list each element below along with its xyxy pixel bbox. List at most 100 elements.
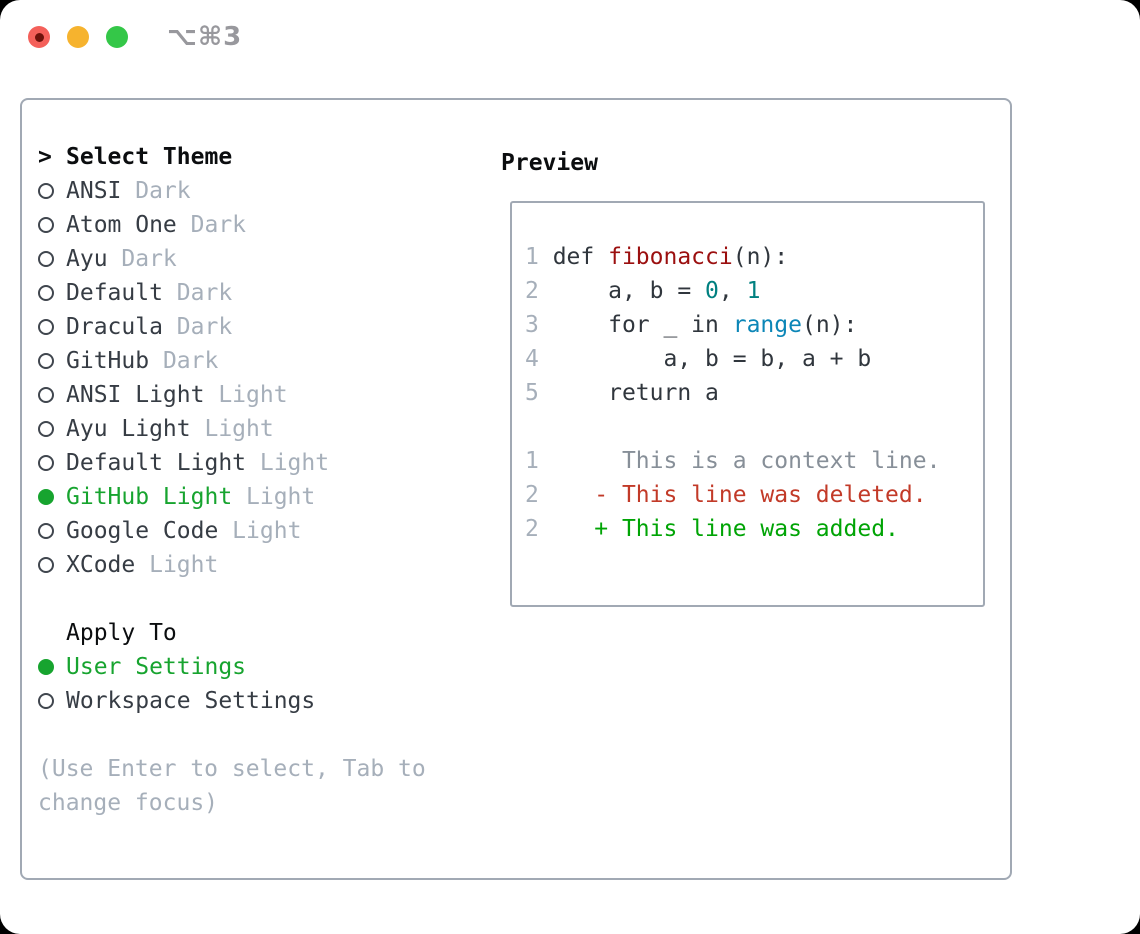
apply-option-user-settings[interactable]: User Settings — [38, 650, 426, 684]
code-segment-lit: 0 — [705, 278, 719, 304]
theme-variant: Light — [135, 552, 219, 578]
theme-option-github-light[interactable]: GitHub Light Light — [38, 480, 426, 514]
theme-option-google-code[interactable]: Google Code Light — [38, 514, 426, 548]
radio-marker — [38, 353, 66, 369]
theme-name: Default — [66, 280, 163, 306]
theme-name: ANSI — [66, 178, 122, 204]
theme-name: Atom One — [66, 212, 177, 238]
radio-unselected-icon — [38, 455, 54, 471]
spacer-row — [38, 718, 426, 752]
theme-option-ayu[interactable]: Ayu Dark — [38, 242, 426, 276]
radio-marker — [38, 455, 66, 471]
theme-option-default-light[interactable]: Default Light Light — [38, 446, 426, 480]
radio-marker — [38, 693, 66, 709]
radio-unselected-icon — [38, 557, 54, 573]
theme-name: Default Light — [66, 450, 247, 476]
theme-option-dracula[interactable]: Dracula Dark — [38, 310, 426, 344]
code-segment-kw: def — [552, 244, 609, 270]
theme-option-ayu-light[interactable]: Ayu Light Light — [38, 412, 426, 446]
apply-to-header: Apply To — [38, 616, 426, 650]
apply-to-label: Apply To — [66, 620, 177, 646]
theme-variant: Light — [204, 382, 288, 408]
theme-variant: Dark — [121, 178, 191, 204]
theme-name: GitHub Light — [66, 484, 233, 510]
radio-unselected-icon — [38, 421, 54, 437]
theme-variant: Light — [190, 416, 274, 442]
radio-unselected-icon — [38, 217, 54, 233]
radio-marker — [38, 557, 66, 573]
radio-unselected-icon — [38, 387, 54, 403]
window-shortcut-label: ⌥⌘3 — [167, 22, 243, 52]
code-segment-pl: for _ in — [552, 312, 733, 338]
code-segment-del: - This line was deleted. — [552, 482, 927, 508]
theme-option-ansi[interactable]: ANSI Dark — [38, 174, 426, 208]
prompt-marker: > — [38, 144, 66, 170]
spacer-row — [38, 582, 426, 616]
radio-marker — [38, 319, 66, 335]
theme-name: Ayu — [66, 246, 108, 272]
code-line: 4 a, b = b, a + b — [525, 342, 940, 376]
radio-unselected-icon — [38, 353, 54, 369]
radio-marker — [38, 217, 66, 233]
theme-option-github[interactable]: GitHub Dark — [38, 344, 426, 378]
theme-option-ansi-light[interactable]: ANSI Light Light — [38, 378, 426, 412]
radio-marker — [38, 421, 66, 437]
code-segment-add: + This line was added. — [552, 516, 899, 542]
line-number: 5 — [525, 380, 553, 406]
prompt-arrow-icon: > — [38, 144, 52, 170]
theme-variant: Dark — [107, 246, 177, 272]
code-line: 1 This is a context line. — [525, 444, 940, 478]
radio-unselected-icon — [38, 183, 54, 199]
theme-variant: Light — [232, 484, 316, 510]
theme-option-xcode[interactable]: XCode Light — [38, 548, 426, 582]
theme-name: Google Code — [66, 518, 219, 544]
code-line: 2 + This line was added. — [525, 512, 940, 546]
code-segment-fn: fibonacci — [608, 244, 733, 270]
radio-marker — [38, 251, 66, 267]
radio-marker — [38, 659, 66, 675]
radio-selected-icon — [38, 489, 54, 505]
code-line: 3 for _ in range(n): — [525, 308, 940, 342]
radio-marker — [38, 489, 66, 505]
theme-option-atom-one[interactable]: Atom One Dark — [38, 208, 426, 242]
code-segment-pl: return a — [552, 380, 719, 406]
line-number: 2 — [525, 278, 553, 304]
theme-variant: Dark — [149, 348, 219, 374]
code-segment-pl: a, b = b, a + b — [552, 346, 872, 372]
radio-marker — [38, 285, 66, 301]
traffic-light-zoom-button[interactable] — [106, 26, 128, 48]
radio-unselected-icon — [38, 251, 54, 267]
code-segment-pl: (n): — [732, 244, 789, 270]
theme-name: ANSI Light — [66, 382, 205, 408]
code-line: 5 return a — [525, 376, 940, 410]
apply-option-label: User Settings — [66, 654, 247, 680]
radio-unselected-icon — [38, 285, 54, 301]
code-segment-bi: range — [732, 312, 802, 338]
radio-unselected-icon — [38, 319, 54, 335]
radio-selected-icon — [38, 659, 54, 675]
apply-option-workspace-settings[interactable]: Workspace Settings — [38, 684, 426, 718]
code-line: 2 a, b = 0, 1 — [525, 274, 940, 308]
theme-variant: Light — [218, 518, 302, 544]
code-blank-line — [525, 410, 940, 444]
code-line: 2 - This line was deleted. — [525, 478, 940, 512]
line-number: 1 — [525, 244, 553, 270]
theme-name: Dracula — [66, 314, 163, 340]
radio-marker — [38, 523, 66, 539]
theme-option-default[interactable]: Default Dark — [38, 276, 426, 310]
theme-variant: Dark — [162, 280, 233, 306]
line-number: 2 — [525, 482, 553, 508]
hint-text: (Use Enter to select, Tab to — [38, 756, 426, 782]
theme-variant: Dark — [162, 314, 233, 340]
code-segment-pl: a, b = — [552, 278, 706, 304]
radio-unselected-icon — [38, 693, 54, 709]
traffic-light-close-button[interactable] — [28, 26, 50, 48]
line-number: 4 — [525, 346, 553, 372]
traffic-light-minimize-button[interactable] — [67, 26, 89, 48]
preview-title: Preview — [501, 150, 598, 176]
